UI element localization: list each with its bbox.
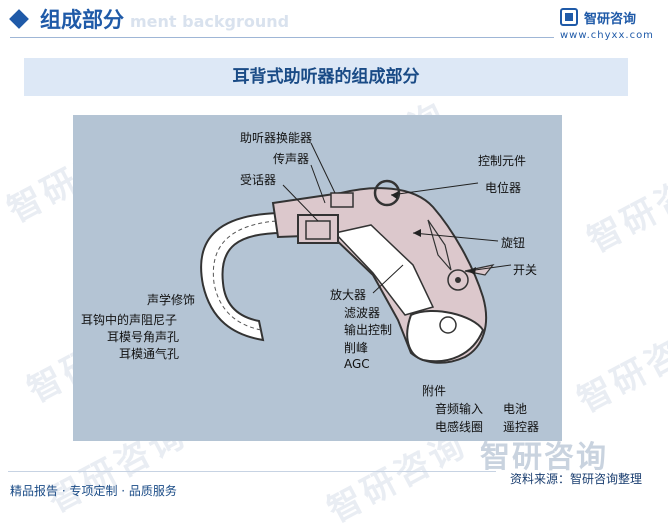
header-ghost-text: ment background [130,12,290,31]
label-battery: 电池 [503,402,528,416]
watermark: 智研咨询 [571,314,668,421]
control-flap [427,219,452,271]
label-knob: 旋钮 [501,236,526,250]
label-induction-coil: 电感线圈 [435,420,484,434]
section-title: 组成部分 [40,8,124,32]
label-filter: 滤波器 [344,306,381,320]
label-switch: 开关 [513,263,538,277]
battery-door [406,309,485,363]
footer-tagline: 精品报告 · 专项定制 · 品质服务 [10,484,177,498]
diagram-title: 耳背式助听器的组成部分 [232,67,420,87]
potentiometer [373,179,401,207]
microphone [330,192,354,208]
label-amplifier: 放大器 [330,288,367,302]
amplifier-block [333,224,435,316]
label-speaker: 传声器 [273,152,310,166]
logo-url: www.chyxx.com [560,30,654,41]
label-agc: AGC [344,357,370,371]
ear-hook-inner-dash [212,220,277,331]
logo-icon [560,8,578,26]
label-control-element: 控制元件 [478,154,527,168]
logo-name: 智研咨询 [584,12,637,27]
battery-cell [439,316,457,334]
watermark: 智研咨询 [581,154,668,261]
label-acoustic-trim: 声学修饰 [147,293,196,307]
footer-brand-mark: 智研咨询 [480,440,608,475]
ear-hook [200,211,285,342]
label-remote: 遥控器 [503,420,540,434]
label-vent-hole: 耳模通气孔 [119,347,180,361]
title-banner: 耳背式助听器的组成部分 [24,58,628,96]
source-note: 资料来源：智研咨询整理 [510,472,643,486]
label-receiver: 受话器 [240,173,277,187]
label-transducer: 助听器换能器 [240,131,313,145]
label-damper: 耳钩中的声阻尼子 [81,313,178,327]
header-diamond-icon [9,9,29,29]
header-divider [10,37,554,38]
footer-divider [8,471,496,472]
label-potentiometer: 电位器 [485,181,522,195]
label-output-control: 输出控制 [344,323,393,337]
label-horn-hole: 耳模号角声孔 [107,330,180,344]
hearing-aid-illustration [200,142,512,364]
diagram-panel: 助听器换能器 传声器 受话器 控制元件 电位器 旋钮 开关 声学修饰 耳钩中的声… [73,115,562,441]
label-peak-clip: 削峰 [344,341,369,355]
label-audio-input: 音频输入 [435,402,484,416]
label-accessories: 附件 [422,384,447,398]
